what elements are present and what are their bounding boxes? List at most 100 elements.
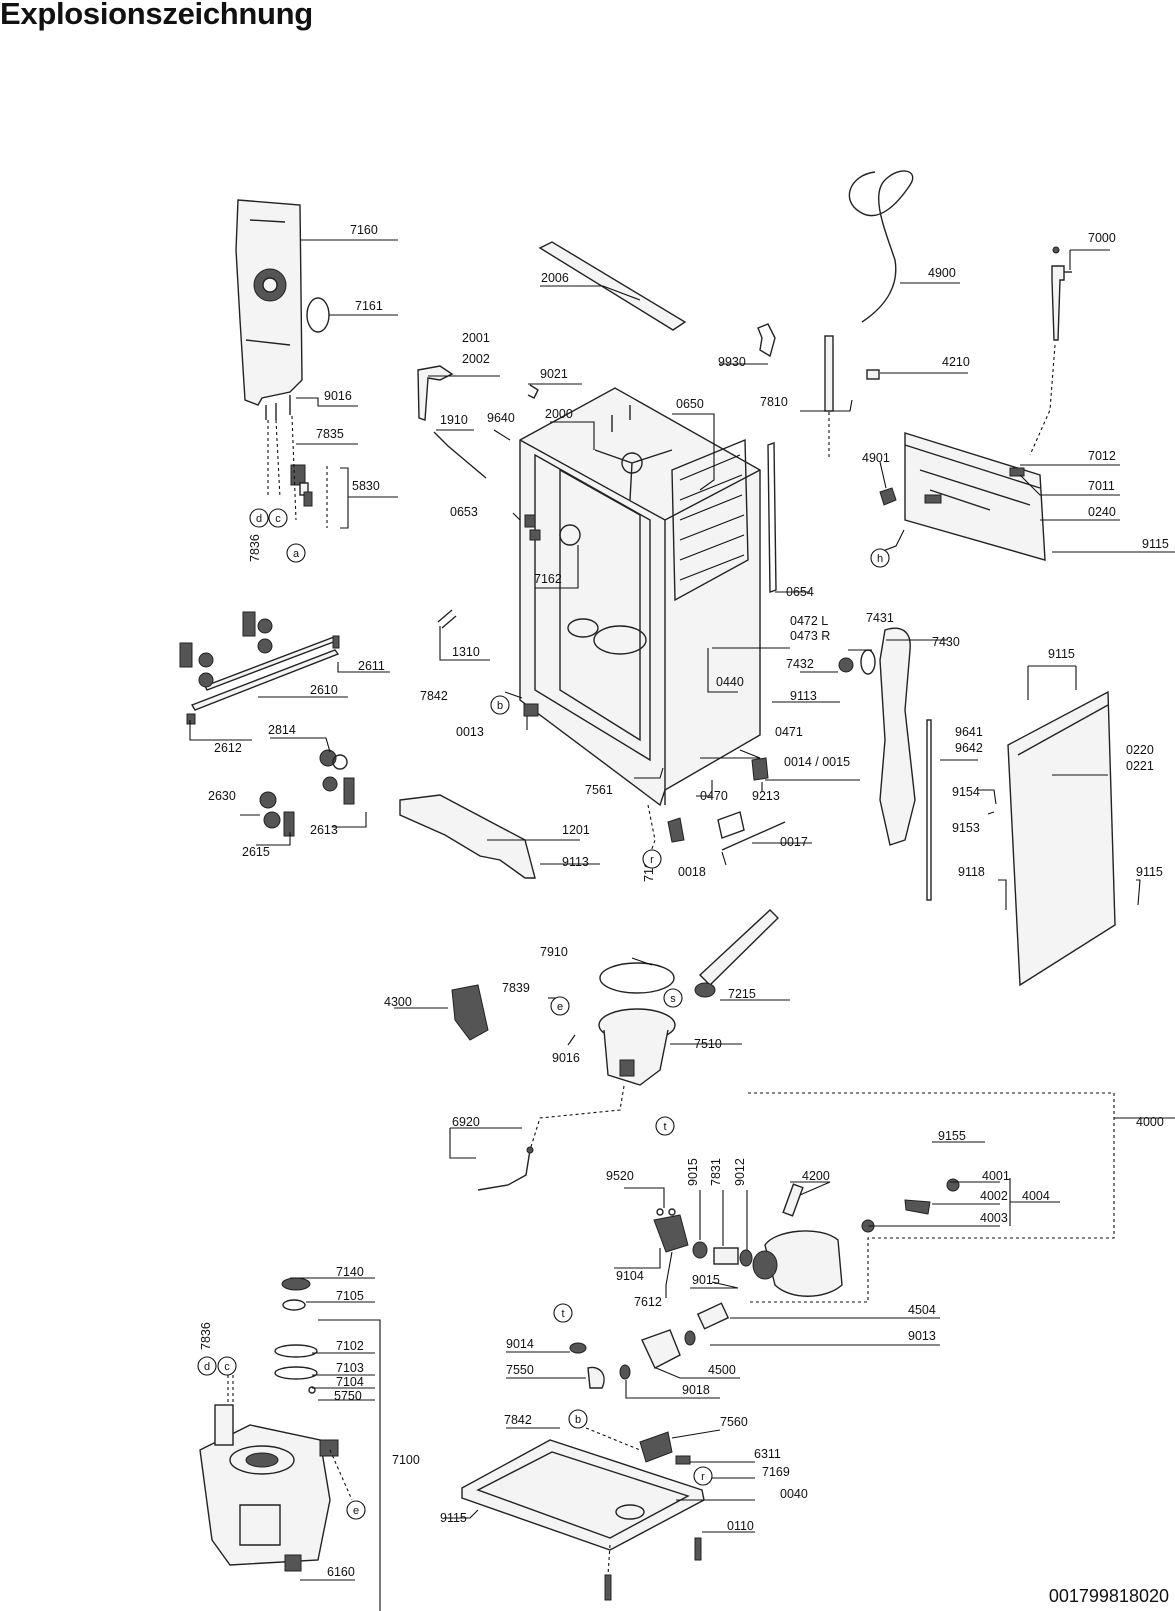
marker-s: s — [670, 993, 676, 1005]
label-9016-b: 9016 — [552, 1051, 580, 1065]
label-9118: 9118 — [958, 865, 985, 879]
part-9021-clip — [527, 384, 539, 399]
label-2814: 2814 — [268, 723, 296, 737]
label-7842: 7842 — [420, 689, 448, 703]
label-7831: 7831 — [709, 1158, 723, 1186]
part-7810-pipe — [824, 335, 834, 460]
label-9013: 9013 — [908, 1329, 936, 1343]
label-7215: 7215 — [728, 987, 756, 1001]
part-4300 — [451, 984, 489, 1041]
part-4200-pump — [752, 1183, 843, 1297]
label-7550: 7550 — [506, 1363, 534, 1377]
part-7105 — [282, 1299, 306, 1311]
part-6311 — [675, 1455, 691, 1465]
label-7432: 7432 — [786, 657, 814, 671]
label-6920: 6920 — [452, 1115, 480, 1129]
marker-e: e — [557, 1001, 563, 1013]
label-7104: 7104 — [336, 1375, 364, 1389]
label-7560: 7560 — [720, 1415, 748, 1429]
label-7835: 7835 — [316, 427, 344, 441]
part-2006-top-strip — [538, 241, 687, 331]
label-4900: 4900 — [928, 266, 956, 280]
label-7561: 7561 — [585, 783, 613, 797]
label-2630: 2630 — [208, 789, 236, 803]
label-0470: 0470 — [700, 789, 728, 803]
label-7836: 7836 — [248, 534, 262, 562]
label-9155: 9155 — [938, 1129, 966, 1143]
part-7431-ring — [860, 649, 876, 675]
label-7836-b: 7836 — [199, 1322, 213, 1350]
label-2002: 2002 — [462, 352, 490, 366]
label-4001: 4001 — [982, 1169, 1010, 1183]
part-7102-ring — [274, 1344, 318, 1358]
part-0018 — [717, 811, 745, 839]
part-2630-wheels — [259, 791, 295, 837]
label-4000: 4000 — [1136, 1115, 1164, 1129]
label-7160: 7160 — [350, 223, 378, 237]
part-labels: 7160 7161 9016 7835 5830 7836 2006 2001 … — [199, 223, 1169, 1579]
diagram-title: Explosionszeichnung — [0, 0, 313, 31]
label-7431: 7431 — [866, 611, 894, 625]
label-7000: 7000 — [1088, 231, 1116, 245]
label-9520: 9520 — [606, 1169, 634, 1183]
label-9113: 9113 — [790, 689, 817, 703]
label-7011: 7011 — [1088, 479, 1115, 493]
marker-d: d — [256, 513, 262, 525]
label-4504: 4504 — [908, 1303, 936, 1317]
leader-lines — [189, 239, 1175, 1611]
connection-markers: a c d h b r s e t t d c e b r — [197, 508, 890, 1520]
marker-h: h — [877, 553, 883, 565]
label-2611: 2611 — [358, 659, 385, 673]
part-1201-cover-plate — [399, 794, 536, 879]
label-2615: 2615 — [242, 845, 270, 859]
label-9640: 9640 — [487, 411, 515, 425]
part-0240-control-panel — [904, 432, 1046, 561]
part-0654-strip — [767, 442, 777, 593]
label-0471: 0471 — [775, 725, 803, 739]
label-9021: 9021 — [540, 367, 568, 381]
label-7842-b: 7842 — [504, 1413, 532, 1427]
label-9018: 9018 — [682, 1383, 710, 1397]
part-0014-0015-sensor — [751, 757, 769, 781]
marker-b-2: b — [575, 1414, 581, 1426]
part-0110-foot — [694, 1537, 702, 1561]
label-4200: 4200 — [802, 1169, 830, 1183]
label-6311: 6311 — [754, 1447, 781, 1461]
label-7430: 7430 — [932, 635, 960, 649]
part-7432 — [838, 657, 854, 673]
part-7000-hose — [1029, 246, 1072, 456]
part-6160 — [284, 1554, 302, 1572]
label-9115-c: 9115 — [1136, 865, 1163, 879]
label-5750: 5750 — [334, 1389, 362, 1403]
part-2000-tub — [519, 387, 761, 807]
part-9013-clip — [684, 1330, 696, 1346]
part-2001-bracket — [417, 365, 454, 421]
part-1310 — [437, 609, 457, 629]
part-7430-channel — [879, 627, 916, 846]
part-9930-hose-guide — [757, 323, 776, 358]
label-7012: 7012 — [1088, 449, 1116, 463]
label-2613: 2613 — [310, 823, 338, 837]
part-0653 — [524, 514, 541, 541]
part-4500-pump — [641, 1329, 681, 1369]
label-0040: 0040 — [780, 1487, 808, 1501]
part-7560-bracket — [639, 1431, 673, 1463]
label-0473: 0473 R — [790, 629, 830, 643]
label-4210: 4210 — [942, 355, 970, 369]
part-4001 — [946, 1178, 960, 1192]
part-7510-sump — [598, 1008, 676, 1086]
label-4003: 4003 — [980, 1211, 1008, 1225]
label-2006: 2006 — [541, 271, 569, 285]
label-9016: 9016 — [324, 389, 352, 403]
label-1910: 1910 — [440, 413, 468, 427]
part-4002 — [904, 1199, 931, 1215]
label-7612: 7612 — [634, 1295, 662, 1309]
part-9015-clip — [692, 1241, 708, 1259]
label-7839: 7839 — [502, 981, 530, 995]
label-2000: 2000 — [545, 407, 573, 421]
marker-c: c — [275, 513, 281, 525]
label-0240: 0240 — [1088, 505, 1116, 519]
part-9012-clip — [739, 1249, 753, 1267]
part-0220-side-panel — [1007, 690, 1116, 987]
